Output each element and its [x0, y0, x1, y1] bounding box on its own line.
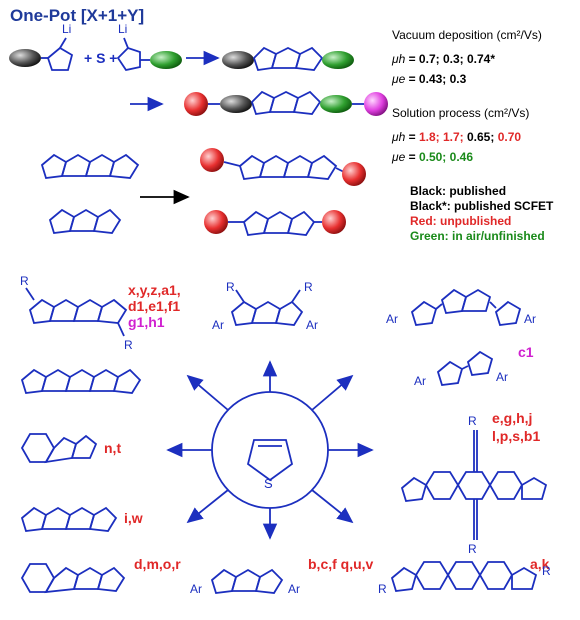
green-ellipse: [322, 51, 354, 69]
mu-e-eq: =: [408, 150, 416, 164]
mu-h-symbol: μh: [392, 52, 406, 66]
compound-label: e,g,h,j: [492, 410, 533, 426]
plus-s-label: + S +: [84, 50, 118, 66]
gray-ellipse: [9, 49, 41, 67]
compound-label: c1: [518, 344, 534, 360]
red-sphere: [200, 148, 224, 172]
r-group-label: R: [378, 582, 387, 596]
green-ellipse: [320, 95, 352, 113]
li-label: Li: [118, 22, 128, 36]
compound-label: b,c,f q,u,v: [308, 556, 374, 572]
mu-h-red-values: 1.8; 1.7;: [418, 130, 464, 144]
mu-h-red-values-2: 0.70: [497, 130, 522, 144]
r-group-label: R: [124, 338, 133, 352]
mu-h-symbol: μh: [392, 130, 406, 144]
r-group-label: R: [304, 280, 313, 294]
legend-black: Black: published: [410, 184, 507, 198]
red-sphere: [204, 210, 228, 234]
r-group-label: R: [468, 414, 477, 428]
legend-red: Red: unpublished: [410, 214, 512, 228]
vacuum-mu-e: μe = 0.43; 0.3: [392, 72, 466, 87]
mu-e-values: = 0.43; 0.3: [408, 72, 467, 86]
compound-label: n,t: [104, 440, 122, 456]
gray-ellipse: [220, 95, 252, 113]
mu-h-eq: =: [408, 130, 416, 144]
ar-group-label: Ar: [212, 318, 224, 332]
ar-group-label: Ar: [524, 312, 536, 326]
compound-label: g1,h1: [128, 314, 165, 330]
mu-e-green-values: 0.50; 0.46: [418, 150, 473, 164]
legend-green: Green: in air/unfinished: [410, 229, 545, 243]
central-thiophene: [246, 439, 294, 482]
mu-h-black-values: 0.65;: [467, 130, 495, 144]
red-sphere: [342, 162, 366, 186]
ar-group-label: Ar: [190, 582, 202, 596]
solution-heading: Solution process (cm²/Vs): [392, 106, 530, 120]
r-group-label: R: [468, 542, 477, 556]
compound-label: l,p,s,b1: [492, 428, 541, 444]
ar-group-label: Ar: [306, 318, 318, 332]
compound-label: d,m,o,r: [134, 556, 181, 572]
ar-group-label: Ar: [496, 370, 508, 384]
compound-label: a,k: [530, 556, 550, 572]
mu-e-symbol: μe: [392, 72, 406, 86]
magenta-sphere: [364, 92, 388, 116]
li-label: Li: [62, 22, 72, 36]
r-group-label: R: [20, 274, 29, 288]
red-sphere: [322, 210, 346, 234]
r-group-label: R: [542, 564, 551, 578]
ar-group-label: Ar: [386, 312, 398, 326]
ar-group-label: Ar: [414, 374, 426, 388]
thiophene-ring: [116, 46, 141, 72]
vacuum-heading: Vacuum deposition (cm²/Vs): [392, 28, 542, 42]
green-ellipse: [150, 51, 182, 69]
legend-black-star: Black*: published SCFET: [410, 199, 554, 213]
compound-label: i,w: [124, 510, 143, 526]
mu-e-symbol: μe: [392, 150, 406, 164]
sulfur-label: S: [264, 476, 273, 491]
vacuum-mu-h: μh = 0.7; 0.3; 0.74*: [392, 52, 495, 67]
compound-label: d1,e1,f1: [128, 298, 181, 314]
gray-ellipse: [222, 51, 254, 69]
ar-group-label: Ar: [288, 582, 300, 596]
solution-mu-h: μh = 1.8; 1.7; 0.65; 0.70: [392, 130, 521, 145]
page-title: One-Pot [X+1+Y]: [10, 6, 145, 25]
r-group-label: R: [226, 280, 235, 294]
mu-h-values: = 0.7; 0.3; 0.74*: [408, 52, 495, 66]
solution-mu-e: μe = 0.50; 0.46: [392, 150, 473, 165]
red-sphere: [184, 92, 208, 116]
compound-label: x,y,z,a1,: [128, 282, 181, 298]
thiophene-ring: [46, 46, 74, 71]
